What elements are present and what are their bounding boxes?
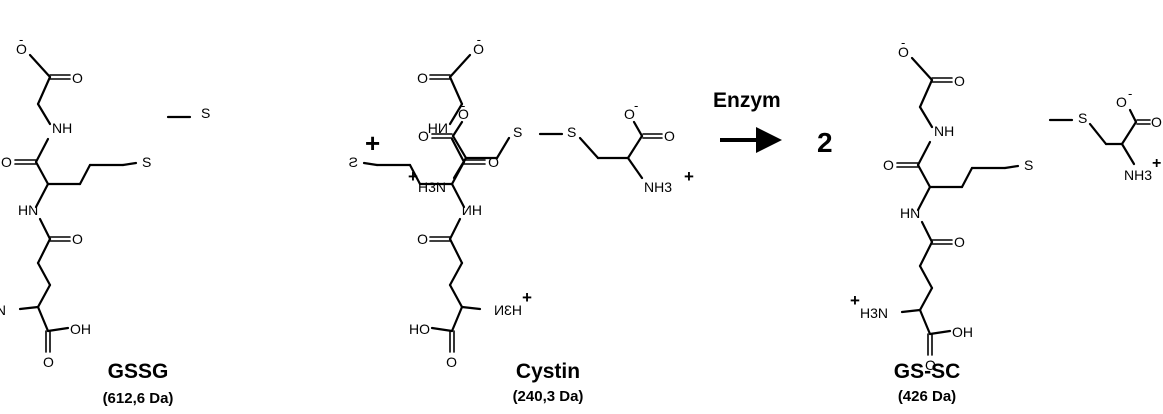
glutathione-fragment <box>848 33 1035 375</box>
carboxylate-oxygen: O <box>458 106 469 122</box>
charge-minus: - <box>1128 86 1132 101</box>
gssc-molecule: S O - O NH3 + <box>848 33 1162 375</box>
cystin-molecule: O - O S H3N + S O - O NH3 + <box>408 98 694 195</box>
ammonium-h3n: H3N <box>418 179 446 195</box>
carbonyl-oxygen: O <box>664 128 675 144</box>
arrow-head-icon <box>756 127 782 153</box>
mass-cystin: (240,3 Da) <box>513 388 584 405</box>
sulfur-atom: S <box>513 124 522 140</box>
bond-line <box>626 156 644 180</box>
sulfur-atom: S <box>1078 110 1087 126</box>
mass-gssc: (426 Da) <box>898 388 956 405</box>
reaction-arrow: Enzym <box>713 89 782 153</box>
bond-line <box>1120 120 1138 146</box>
bond-line <box>451 134 468 160</box>
carbonyl-oxygen: O <box>418 128 429 144</box>
bond-line <box>451 120 464 138</box>
name-cystin: Cystin <box>516 360 580 383</box>
bond-line <box>1128 108 1138 124</box>
charge-plus: + <box>408 167 418 186</box>
mass-gssg: (612,6 Da) <box>103 390 174 407</box>
charge-minus: - <box>634 98 638 113</box>
sulfur-atom: S <box>201 105 210 121</box>
bond-line <box>626 134 644 160</box>
carboxylate-oxygen: O <box>1116 94 1127 110</box>
ammonium-nh3: NH3 <box>1124 167 1152 183</box>
stoichiometric-coefficient: 2 <box>817 127 833 158</box>
charge-plus: + <box>684 167 694 186</box>
glutathione-fragment <box>0 30 153 372</box>
label-mask <box>195 102 215 124</box>
molecule-labels: GSSG (612,6 Da) Cystin (240,3 Da) GS-SC … <box>103 360 961 407</box>
bond-line <box>1120 142 1136 166</box>
bond-line <box>1088 122 1108 146</box>
plus-sign: + <box>365 128 380 158</box>
ammonium-nh3: NH3 <box>644 179 672 195</box>
catalyst-label: Enzym <box>713 89 781 112</box>
charge-plus: + <box>1152 155 1161 172</box>
name-gssc: GS-SC <box>894 360 961 383</box>
charge-minus: - <box>461 98 465 113</box>
glutathione-fragment <box>347 30 534 372</box>
name-gssg: GSSG <box>108 360 169 383</box>
gssg-molecule: S <box>0 30 534 372</box>
bond-line <box>452 156 468 180</box>
carboxylate-oxygen: O <box>624 106 635 122</box>
bond-line <box>495 136 511 160</box>
bond-line <box>578 136 600 160</box>
sulfur-atom: S <box>567 124 576 140</box>
bond-line <box>632 120 644 138</box>
carbonyl-oxygen: O <box>1151 114 1162 130</box>
